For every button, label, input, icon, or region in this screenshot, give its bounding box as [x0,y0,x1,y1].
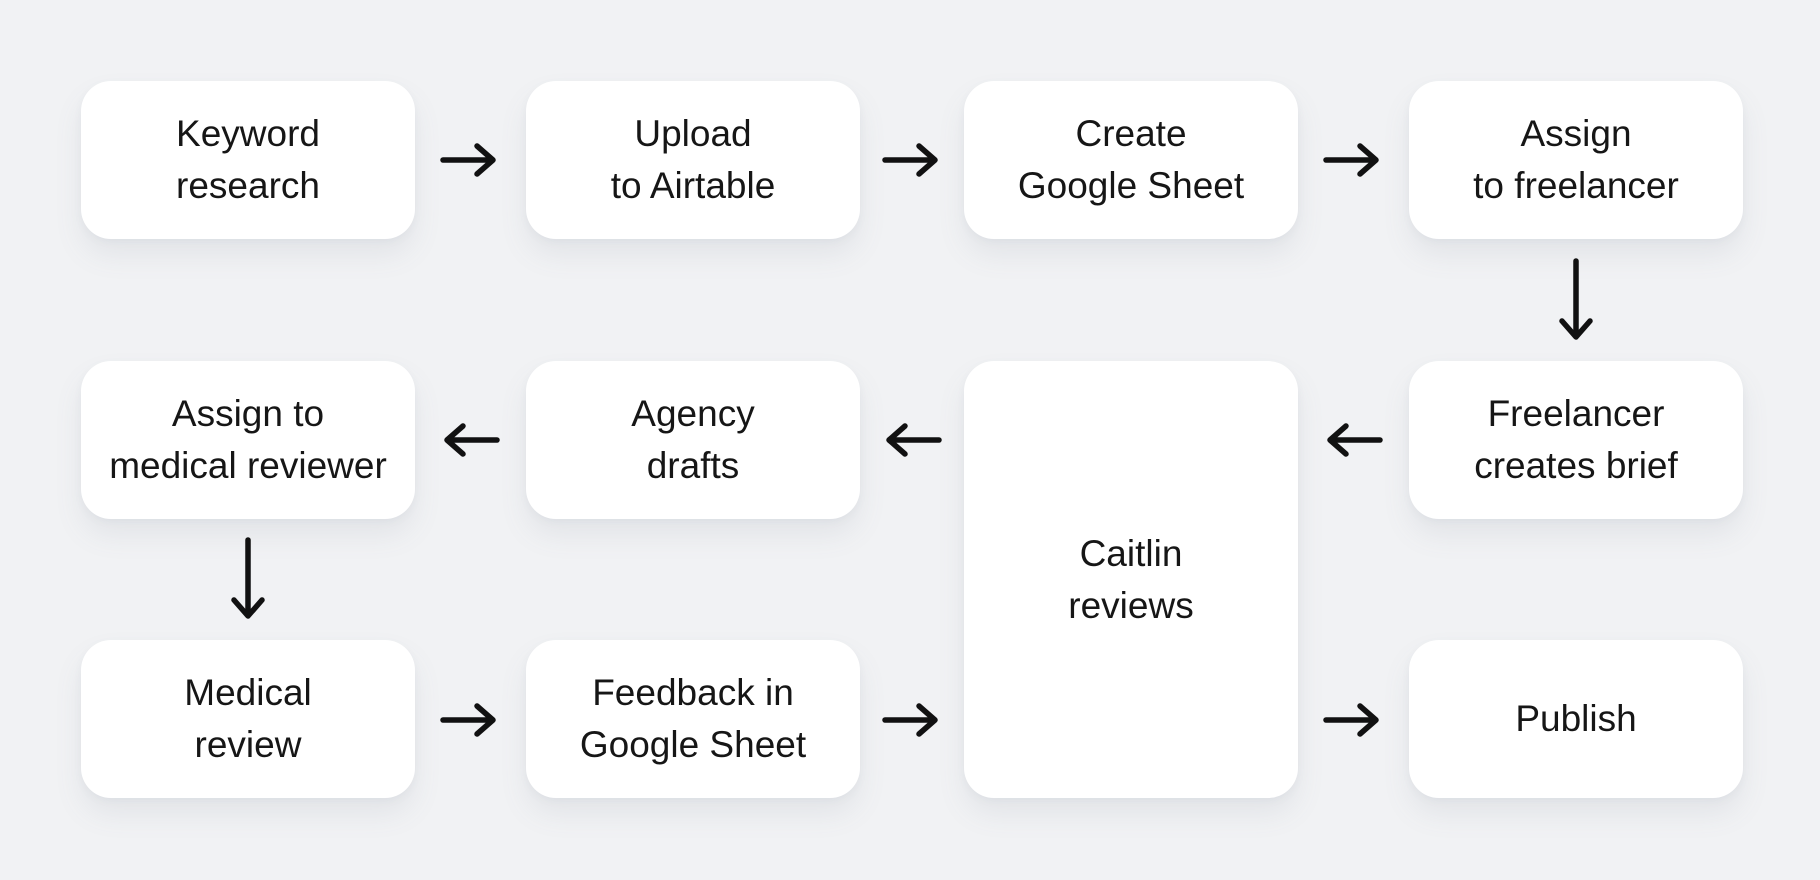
node-label-line: Upload [634,113,752,154]
node-label-line: Caitlin [1079,532,1183,574]
node-label-line: Create [1075,113,1187,154]
node-label-line: Assign to [171,393,325,434]
arrow-assign-to-freelancer-to-freelancer-creates-brief-icon [1556,258,1596,342]
node-label-line: Assign [1520,113,1632,154]
node-assign-to-freelancer: Assign to freelancer [1409,81,1743,239]
node-keyword-research: Keyword research [81,81,415,239]
node-label-line: medical reviewer [109,445,387,486]
arrow-medical-review-to-feedback-in-google-sheet-icon [440,700,500,740]
arrow-agency-drafts-to-assign-to-medical-reviewer-icon [440,420,500,460]
arrow-upload-to-airtable-to-create-google-sheet-icon [882,140,942,180]
node-caitlin-reviews: Caitlin reviews [964,361,1298,798]
node-label-line: Feedback in [592,672,794,713]
node-label-line: research [176,165,320,206]
node-label-line: creates brief [1474,445,1678,486]
arrow-caitlin-reviews-to-publish-icon [1323,700,1383,740]
node-agency-drafts: Agency drafts [526,361,860,519]
node-label-line: Freelancer [1487,393,1665,434]
node-label-line: reviews [1068,584,1194,626]
node-label-line: Google Sheet [579,724,807,765]
node-label-line: Medical [184,672,312,713]
node-label-line: review [194,724,302,765]
node-freelancer-creates-brief: Freelancer creates brief [1409,361,1743,519]
arrow-caitlin-reviews-to-agency-drafts-icon [882,420,942,460]
node-label-line: Google Sheet [1017,165,1245,206]
node-label-line: Keyword [176,113,320,154]
arrow-freelancer-creates-brief-to-caitlin-reviews-icon [1323,420,1383,460]
node-label-line: Publish [1515,698,1637,739]
arrow-create-google-sheet-to-assign-to-freelancer-icon [1323,140,1383,180]
arrow-feedback-in-google-sheet-to-caitlin-reviews-icon [882,700,942,740]
node-feedback-in-google-sheet: Feedback in Google Sheet [526,640,860,798]
node-publish: Publish [1409,640,1743,798]
node-label-line: drafts [646,445,740,486]
node-medical-review: Medical review [81,640,415,798]
node-upload-to-airtable: Upload to Airtable [526,81,860,239]
node-label-line: to Airtable [610,165,776,206]
arrow-assign-to-medical-reviewer-to-medical-review-icon [228,537,268,621]
node-label-line: Agency [631,393,755,434]
node-assign-to-medical-reviewer: Assign to medical reviewer [81,361,415,519]
node-create-google-sheet: Create Google Sheet [964,81,1298,239]
arrow-keyword-research-to-upload-to-airtable-icon [440,140,500,180]
node-label-line: to freelancer [1473,165,1679,206]
